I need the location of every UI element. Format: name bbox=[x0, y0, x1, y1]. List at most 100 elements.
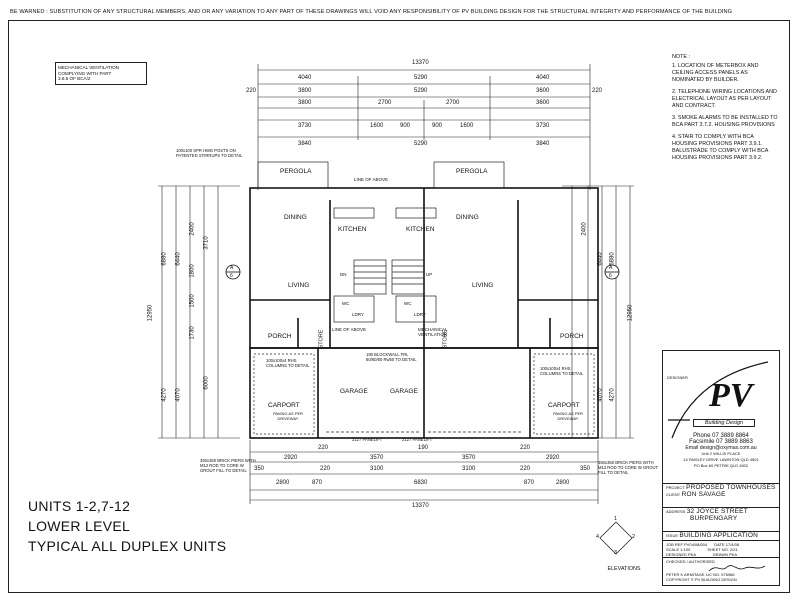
phone: Phone 07 3889 8864 bbox=[693, 433, 749, 439]
callout-posts: 100x100 SPR HWD POSTS ON PATENTED STIRRU… bbox=[176, 148, 243, 158]
room-carport-left: CARPORT bbox=[268, 402, 300, 409]
dim-bottom-4e: 2800 bbox=[556, 480, 570, 486]
room-dining-left: DINING bbox=[284, 214, 307, 221]
dim-bottom-2a: 2920 bbox=[284, 455, 298, 461]
dim-side-b0: 2400 bbox=[189, 222, 196, 236]
project-label: PROJECT bbox=[666, 485, 685, 490]
title-line: UNITS 1-2,7-12 bbox=[28, 498, 131, 514]
dim-top-2d: 3600 bbox=[536, 88, 550, 94]
elevations-label: ELEVATIONS bbox=[607, 566, 641, 572]
dim-bottom-3f: 350 bbox=[580, 466, 591, 472]
dim-bottom-3e: 220 bbox=[520, 466, 531, 472]
elevation-n2: 2 bbox=[632, 534, 635, 540]
wc-left: WC bbox=[342, 301, 350, 306]
dim-bottom-4a: 2800 bbox=[276, 480, 290, 486]
client-label: CLIENT bbox=[666, 491, 681, 497]
dim-bottom-1c: 220 bbox=[520, 445, 531, 451]
client-value: RON SAVAGE bbox=[681, 490, 726, 498]
dim-top-total: 13370 bbox=[412, 60, 429, 66]
issue-row: ISSUE BUILDING APPLICATION bbox=[663, 531, 779, 541]
dim-side-b2: 1500 bbox=[189, 294, 196, 308]
carport-note-left: PAVING AS PER DRIVEWAY bbox=[272, 411, 304, 421]
dim-bottom-3a: 350 bbox=[254, 466, 265, 472]
title-line: LOWER LEVEL bbox=[28, 518, 131, 534]
callout-lintel-right: 2127 PANELIFT bbox=[402, 437, 433, 442]
mech-note-line: COMPLYING WITH PART bbox=[58, 70, 112, 76]
dim-top-5b: 5290 bbox=[414, 141, 428, 147]
dim-bottom-4c: 6830 bbox=[414, 480, 428, 486]
section-marker-right-6: 6 bbox=[609, 273, 612, 279]
dim-bottom-total: 13370 bbox=[412, 503, 429, 509]
dim-top-1b: 5290 bbox=[414, 75, 428, 81]
elevations-marker: 1 2 3 4 ELEVATIONS bbox=[596, 516, 652, 578]
dim-side-r-b4: 4070 bbox=[597, 388, 604, 402]
room-dining-right: DINING bbox=[456, 214, 479, 221]
dim-top-1c: 4040 bbox=[536, 75, 550, 81]
job-ref: JOB REF PV04/08/004 bbox=[666, 542, 708, 547]
room-kitchen-left: KITCHEN bbox=[338, 226, 367, 233]
job-row: JOB REF PV04/08/004 DATE 17/4/08 SCALE 1… bbox=[663, 540, 779, 558]
sheet-no: SHEET NO. 2/21 bbox=[707, 547, 738, 552]
dim-side-a0: 6880 bbox=[161, 252, 168, 266]
address-row: ADDRESS 32 JOYCE STREET BURPENGARY bbox=[663, 507, 779, 523]
callout-piers-left: 350x350 BRICK PIERS WITH M12 ROD TO CORE… bbox=[200, 458, 256, 473]
callout-blockwall: 190 BLOCKWALL FRL 60/60/60 Rw50 TO DETAI… bbox=[366, 352, 417, 362]
dim-top-5c: 3840 bbox=[536, 141, 550, 147]
dim-side-a2: 4270 bbox=[161, 388, 168, 402]
stair-dn-left: DN bbox=[340, 272, 347, 277]
copyright: COPYRIGHT © PV BUILDING DESIGN bbox=[666, 577, 737, 582]
dim-top-3a: 3800 bbox=[298, 100, 312, 106]
issue-value: BUILDING APPLICATION bbox=[679, 532, 759, 539]
dim-side-b3: 1730 bbox=[189, 326, 196, 340]
mech-vent-label: MECHANICAL VENTILATION bbox=[418, 327, 448, 337]
dim-bottom-3b: 220 bbox=[320, 466, 331, 472]
note-item: 4. STAIR TO COMPLY WITH BCA HOUSING PROV… bbox=[672, 134, 769, 161]
dim-side-r-b0: 2400 bbox=[581, 222, 588, 236]
dim-side-a1: 6440 bbox=[175, 252, 182, 266]
notes-panel: NOTE : 1. LOCATION OF METERBOX AND CEILI… bbox=[672, 54, 780, 167]
dim-top-2b: 3800 bbox=[298, 88, 312, 94]
designed: DESIGNED PKA bbox=[666, 552, 696, 557]
designer-label: DESIGNER bbox=[667, 375, 688, 380]
dim-top-4a: 3730 bbox=[298, 123, 312, 129]
room-carport-right: CARPORT bbox=[548, 402, 580, 409]
note-item: 3. SMOKE ALARMS TO BE INSTALLED TO BCA P… bbox=[672, 115, 778, 128]
dim-top-4e: 1600 bbox=[460, 123, 474, 129]
mechanical-ventilation-note: MECHANICAL VENTILATION COMPLYING WITH PA… bbox=[55, 62, 147, 85]
drawn: DRAWN PKA bbox=[712, 552, 737, 557]
email: Email design@oxymax.com.au bbox=[685, 445, 757, 451]
dim-bottom-4d: 870 bbox=[524, 480, 535, 486]
room-garage-left: GARAGE bbox=[340, 388, 368, 395]
note-item: 1. LOCATION OF METERBOX AND CEILING ACCE… bbox=[672, 63, 759, 83]
issue-label: ISSUE bbox=[666, 533, 679, 538]
callout-columns-left: 100x100x4 RHS COLUMNS TO DETAIL bbox=[266, 358, 310, 368]
drawing-title: UNITS 1-2,7-12 LOWER LEVEL TYPICAL ALL D… bbox=[28, 496, 226, 556]
room-porch-left: PORCH bbox=[268, 333, 292, 340]
line-of-above-top: LINE OF ABOVE bbox=[354, 177, 389, 182]
scale: SCALE 1:100 bbox=[666, 547, 691, 552]
dim-top-3b: 2700 bbox=[378, 100, 392, 106]
warning-banner: BE WARNED : SUBSTITUTION OF ANY STRUCTUR… bbox=[10, 9, 733, 15]
pv-logo: PV bbox=[709, 377, 753, 414]
dim-bottom-2c: 3570 bbox=[462, 455, 476, 461]
mech-note-line: MECHANICAL VENTILATION bbox=[58, 65, 120, 70]
dim-bottom-3d: 3100 bbox=[462, 466, 476, 472]
checked-label: CHECKED / AUTHORISED bbox=[666, 559, 715, 564]
dim-bottom-2d: 2920 bbox=[546, 455, 560, 461]
elevation-n4: 4 bbox=[596, 534, 599, 540]
dim-top-3d: 3600 bbox=[536, 100, 550, 106]
dim-bottom-4b: 870 bbox=[312, 480, 323, 486]
dim-top-1a: 4040 bbox=[298, 75, 312, 81]
dim-top-2c: 5290 bbox=[414, 88, 428, 94]
dim-side-c6: 6000 bbox=[203, 376, 210, 390]
dim-top-4d: 900 bbox=[432, 123, 443, 129]
dim-side-r-a1: 6440 bbox=[597, 252, 604, 266]
dim-bottom-1a: 220 bbox=[318, 445, 329, 451]
fax: Facsimile 07 3889 8863 bbox=[689, 439, 753, 445]
callout-piers-right: 350x350 BRICK PIERS WITH M12 ROD TO CORE… bbox=[598, 460, 659, 475]
stair-up-right: UP bbox=[426, 272, 433, 277]
dim-side-r-a0: 6880 bbox=[609, 252, 616, 266]
section-marker-right-a: A bbox=[609, 265, 613, 271]
